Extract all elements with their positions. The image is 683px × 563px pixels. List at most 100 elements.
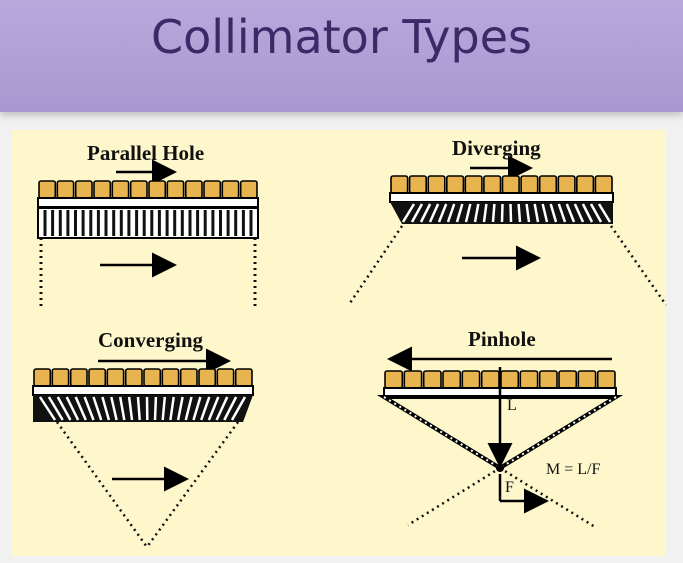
diverging-septum-15	[525, 203, 531, 223]
diverging-septa-lines	[401, 203, 612, 223]
converging-right-dotted-ray	[145, 421, 240, 548]
diverging-septum-8	[464, 203, 472, 223]
parallel-crystal-9	[184, 180, 203, 199]
converging-septum-12	[136, 396, 141, 421]
converging-crystal-8	[161, 368, 180, 387]
diverging-right-dotted-ray	[609, 225, 668, 306]
pinhole-crystal-11	[577, 370, 597, 389]
parallel-collimator-plate	[37, 197, 259, 208]
converging-crystal-5	[106, 368, 125, 387]
converging-crystal-2	[51, 368, 70, 387]
diverging-crystal-1	[390, 175, 409, 194]
pinhole-crystal-4	[442, 370, 462, 389]
converging-septum-8	[101, 396, 111, 421]
diverging-septum-6	[446, 203, 456, 223]
diverging-septum-7	[455, 203, 464, 223]
diverging-septum-9	[473, 203, 480, 223]
converging-septum-10	[118, 396, 126, 421]
converging-septum-11	[127, 396, 134, 421]
parallel-crystal-1	[38, 180, 57, 199]
pinhole-F-label: F	[505, 479, 514, 496]
converging-septum-18	[184, 396, 193, 421]
pinhole-crystal-8	[519, 370, 539, 389]
diverging-septum-20	[565, 203, 576, 223]
diverging-crystal-row	[390, 175, 613, 194]
diverging-crystal-3	[427, 175, 446, 194]
converging-crystal-7	[143, 368, 162, 387]
diverging-septum-12	[500, 203, 504, 223]
diverging-crystal-12	[594, 175, 613, 194]
converging-septum-9	[110, 396, 118, 421]
converging-left-dotted-ray	[55, 421, 149, 548]
converging-septum-16	[169, 396, 175, 421]
diverging-crystal-11	[575, 175, 595, 194]
parallel-septa-block	[37, 207, 259, 239]
pinhole-crystal-3	[422, 370, 442, 389]
diverging-septum-3	[419, 203, 432, 223]
converging-septum-20	[200, 396, 211, 421]
diverging-crystal-5	[464, 175, 483, 194]
converging-septum-15	[161, 396, 167, 421]
pinhole-crystal-2	[403, 370, 423, 389]
converging-crystal-3	[69, 368, 88, 387]
diverging-septum-23	[589, 203, 603, 223]
diverging-septum-5	[437, 203, 448, 223]
pinhole-crystal-12	[596, 370, 616, 389]
converging-diagram: Converging	[32, 328, 254, 548]
converging-crystal-6	[124, 368, 143, 387]
diverging-septum-10	[482, 203, 488, 223]
pinhole-crystal-9	[538, 370, 558, 389]
converging-crystal-4	[88, 368, 107, 387]
converging-septum-23	[223, 396, 238, 421]
parallel-crystal-7	[148, 180, 167, 199]
diverging-diagram: Diverging	[348, 136, 668, 306]
diverging-crystal-6	[483, 175, 502, 194]
pinhole-lower-left-ray	[407, 466, 501, 527]
diverging-crystal-2	[408, 175, 428, 194]
parallel-crystal-4	[93, 180, 112, 199]
converging-septa-lines	[38, 396, 247, 421]
diverging-septum-17	[541, 203, 549, 223]
converging-septum-21	[207, 396, 220, 421]
parallel-hole-label: Parallel Hole	[87, 141, 204, 165]
converging-crystal-12	[234, 368, 253, 387]
converging-septum-17	[176, 396, 184, 421]
diverging-crystal-8	[520, 175, 539, 194]
diverging-septum-1	[401, 203, 416, 223]
converging-septum-24	[230, 396, 247, 421]
pinhole-magnification-formula: M = L/F	[546, 461, 600, 478]
converging-crystal-11	[216, 368, 235, 387]
diverging-crystal-7	[501, 175, 520, 194]
diverging-crystal-10	[557, 175, 576, 194]
converging-septum-3	[56, 396, 72, 421]
diverging-crystal-9	[538, 175, 558, 194]
diverging-collimator-plate	[389, 192, 614, 203]
parallel-septa-lines	[43, 210, 253, 236]
converging-septum-6	[83, 396, 95, 421]
converging-septa-block	[33, 395, 253, 422]
parallel-crystal-3	[74, 180, 93, 199]
diverging-septum-4	[428, 203, 440, 223]
parallel-crystal-8	[166, 180, 185, 199]
pinhole-crystal-7	[500, 370, 520, 389]
converging-septum-14	[153, 396, 158, 421]
converging-septum-19	[192, 396, 202, 421]
diverging-septum-22	[581, 203, 594, 223]
parallel-crystal-6	[129, 180, 148, 199]
diverging-septum-13	[509, 203, 513, 223]
pinhole-L-label: L	[507, 397, 517, 414]
title-band	[0, 0, 683, 112]
diverging-crystal-4	[445, 175, 465, 194]
parallel-crystal-12	[239, 180, 258, 199]
converging-septum-2	[47, 396, 64, 421]
parallel-crystal-row	[38, 180, 258, 199]
pinhole-aperture	[496, 464, 504, 472]
converging-septum-4	[65, 396, 80, 421]
slide-title: Collimator Types	[151, 10, 532, 64]
pinhole-diagram: Pinhole L F M = L/F	[376, 327, 624, 529]
converging-crystal-10	[198, 368, 217, 387]
parallel-crystal-11	[221, 180, 240, 199]
diverging-septum-14	[517, 203, 522, 223]
